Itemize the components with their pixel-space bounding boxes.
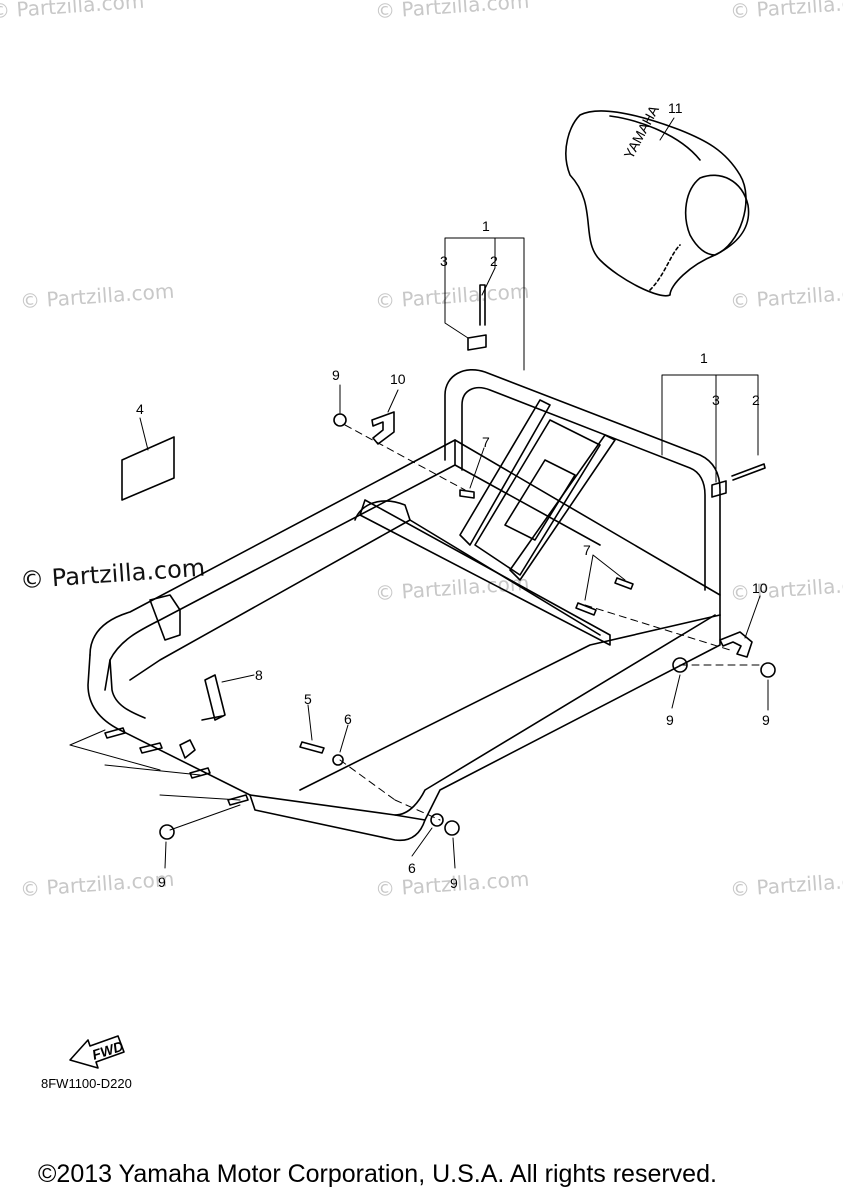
handle-plate xyxy=(459,399,551,546)
fwd-label: FWD xyxy=(90,1038,125,1063)
damper-3 xyxy=(711,480,727,498)
clip-10 xyxy=(371,411,395,445)
bolt-7 xyxy=(459,489,475,499)
stud xyxy=(139,742,163,754)
copyright-notice: ©2013 Yamaha Motor Corporation, U.S.A. A… xyxy=(38,1160,717,1188)
callout-2: 2 xyxy=(490,253,498,269)
frame-cross-bracket xyxy=(354,500,411,521)
frame-rail-under xyxy=(394,814,426,821)
callout-9: 9 xyxy=(332,367,340,383)
handle-plate-center xyxy=(474,419,601,576)
clip-10 xyxy=(719,631,753,658)
nut-9 xyxy=(672,657,688,673)
frame-front-rail xyxy=(87,654,251,796)
nut-9 xyxy=(444,820,460,836)
nut-9 xyxy=(159,824,175,840)
stud xyxy=(189,767,211,779)
callout-1: 1 xyxy=(700,350,708,366)
frame-inner-rail-left xyxy=(129,519,601,681)
front-bracket-2 xyxy=(179,739,196,759)
washer-6 xyxy=(332,754,344,766)
frame-right-rail xyxy=(249,614,721,842)
stud xyxy=(227,794,249,806)
fastener-8 xyxy=(204,674,226,721)
callout-2: 2 xyxy=(752,392,760,408)
callout-4: 4 xyxy=(136,401,144,417)
callout-3: 3 xyxy=(440,253,448,269)
callout-9: 9 xyxy=(762,712,770,728)
handle-bar-inner xyxy=(461,386,706,591)
frame-front-rail-inner xyxy=(109,659,146,719)
callout-8: 8 xyxy=(255,667,263,683)
rivet-2 xyxy=(731,463,766,481)
diagram-code: 8FW1100-D220 xyxy=(41,1076,132,1091)
callout-3: 3 xyxy=(712,392,720,408)
bolt-7 xyxy=(575,602,597,616)
bolt-5 xyxy=(299,741,325,754)
damper-3 xyxy=(467,334,487,351)
callout-9: 9 xyxy=(158,874,166,890)
washer-6 xyxy=(430,813,444,827)
stud xyxy=(104,727,126,739)
callout-10: 10 xyxy=(752,580,768,596)
fwd-arrow-icon xyxy=(69,1035,125,1069)
callout-9: 9 xyxy=(450,875,458,891)
callout-6: 6 xyxy=(408,860,416,876)
handle-bar xyxy=(444,369,721,596)
callout-11: 11 xyxy=(668,100,683,116)
pad-brand: YAMAHA xyxy=(621,102,663,161)
frame-rear-rail-inner xyxy=(454,464,601,546)
callout-9: 9 xyxy=(666,712,674,728)
label-plate-4 xyxy=(121,436,175,501)
callout-10: 10 xyxy=(390,371,406,387)
handle-plate-2 xyxy=(509,434,616,581)
frame-right-rail-top xyxy=(249,614,716,816)
bolt-7 xyxy=(614,577,634,590)
callout-6: 6 xyxy=(344,711,352,727)
callout-7: 7 xyxy=(583,542,591,558)
callout-7: 7 xyxy=(482,434,490,450)
handle-plate-slot xyxy=(504,459,576,541)
handle-pad-11 xyxy=(565,110,747,297)
callout-5: 5 xyxy=(304,691,312,707)
rivet-2 xyxy=(479,284,486,326)
frame-cross-member xyxy=(359,499,611,646)
nut-9 xyxy=(333,413,347,427)
callout-1: 1 xyxy=(482,218,490,234)
front-bracket xyxy=(149,594,181,641)
frame-inner-rail-right xyxy=(299,614,721,791)
frame-outer xyxy=(89,439,456,691)
nut-9 xyxy=(760,662,776,678)
